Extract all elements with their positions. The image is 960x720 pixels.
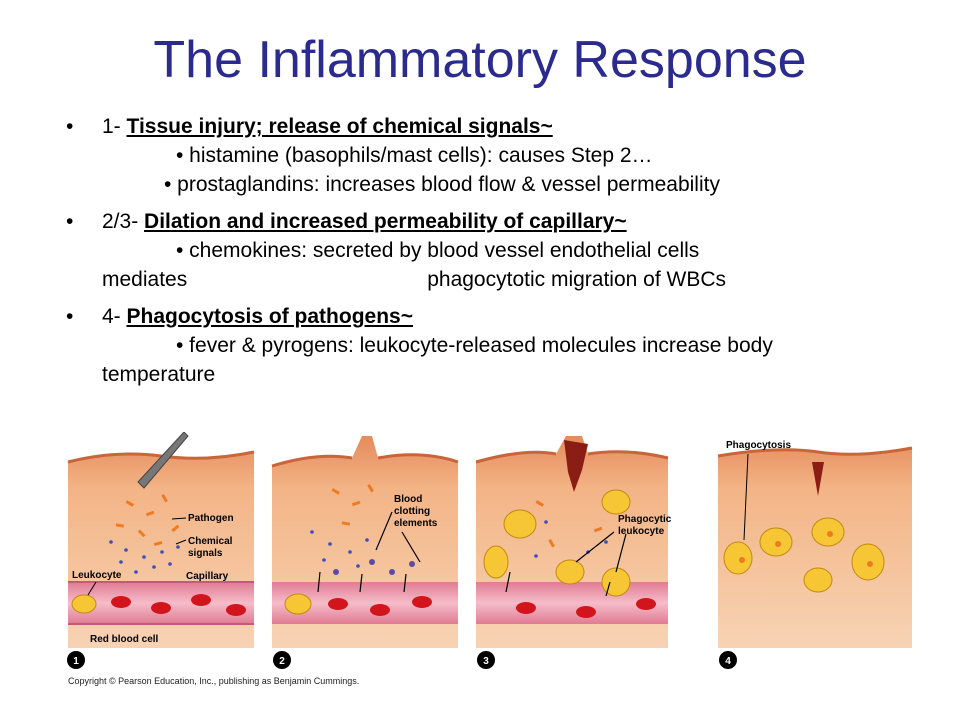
inflammation-figure: Pathogen Chemical signals Leukocyte Capi… xyxy=(67,432,913,669)
bullet-3-sub-2: temperature xyxy=(102,363,216,386)
chemical-signal-dots xyxy=(109,540,180,574)
label-leukocyte: Leukocyte xyxy=(72,570,122,581)
label-phagocytosis: Phagocytosis xyxy=(726,440,791,451)
panel-3: Phagocytic leukocyte xyxy=(475,436,672,648)
bullet-2-heading: Dilation and increased permeability of c… xyxy=(144,210,627,233)
panel-2: Blood clotting elements xyxy=(271,436,459,648)
step-number-2: 2 xyxy=(279,656,285,667)
bullet-3-heading: Phagocytosis of pathogens~ xyxy=(126,305,413,328)
step-number-3: 3 xyxy=(483,656,489,667)
label-elements: elements xyxy=(394,518,438,529)
bullet-2-sub-2a: mediates xyxy=(102,268,188,291)
bullet-list: • 1- Tissue injury; release of chemical … xyxy=(60,112,950,397)
bullet-3-prefix: 4- xyxy=(102,305,127,328)
step-number-1: 1 xyxy=(73,656,79,667)
label-blood: Blood xyxy=(394,494,422,505)
bullet-2-sub-2: mediates phagocytotic migration of WBCs xyxy=(102,265,950,294)
label-red-blood-cell: Red blood cell xyxy=(90,634,159,645)
label-phagocytic-leukocyte: leukocyte xyxy=(618,526,665,537)
panel-1: Pathogen Chemical signals Leukocyte Capi… xyxy=(67,432,255,648)
pathogen-cluster xyxy=(115,494,180,546)
slide-title: The Inflammatory Response xyxy=(153,31,807,89)
bullet-1-prefix: 1- xyxy=(102,115,127,138)
bullet-2-prefix: 2/3- xyxy=(102,210,145,233)
bullet-dot: • xyxy=(66,210,74,233)
bullet-2: • 2/3- Dilation and increased permeabili… xyxy=(60,207,950,294)
bullet-1-sub-2: • prostaglandins: increases blood flow &… xyxy=(164,173,720,196)
panel-4: Phagocytosis xyxy=(717,436,913,648)
label-pathogen: Pathogen xyxy=(188,513,234,524)
label-clotting: clotting xyxy=(394,506,430,517)
step-badges: 1 2 3 4 xyxy=(67,651,737,669)
bullet-2-sub-1: • chemokines: secreted by blood vessel e… xyxy=(176,239,700,262)
bullet-2-sub-2b: phagocytotic migration of WBCs xyxy=(427,268,727,291)
bullet-1-sub-1: • histamine (basophils/mast cells): caus… xyxy=(176,144,653,167)
bullet-3-sub-1: • fever & pyrogens: leukocyte-released m… xyxy=(176,334,773,357)
step-number-4: 4 xyxy=(725,656,731,667)
copyright-notice: Copyright © Pearson Education, Inc., pub… xyxy=(68,676,360,686)
label-chemical-2: signals xyxy=(188,548,223,559)
label-chemical-1: Chemical xyxy=(188,536,233,547)
bullet-1: • 1- Tissue injury; release of chemical … xyxy=(60,112,950,199)
label-capillary: Capillary xyxy=(186,571,229,582)
label-phagocytic: Phagocytic xyxy=(618,514,672,525)
bullet-dot: • xyxy=(66,305,74,328)
bullet-3: • 4- Phagocytosis of pathogens~ • fever … xyxy=(60,302,950,389)
bullet-dot: • xyxy=(66,115,74,138)
bullet-1-heading: Tissue injury; release of chemical signa… xyxy=(126,115,553,138)
